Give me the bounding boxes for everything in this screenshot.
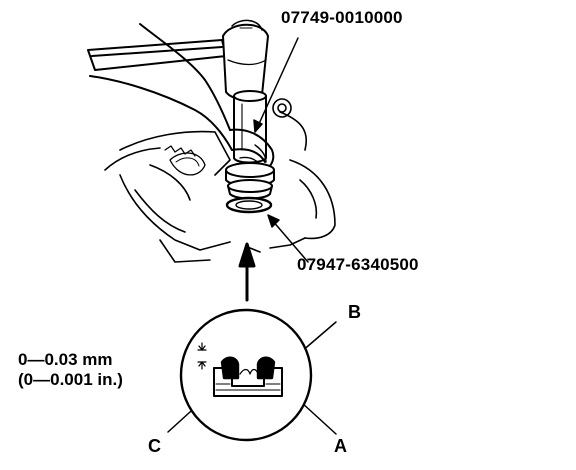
clearance-spec-imperial: (0—0.001 in.): [18, 370, 123, 389]
driver-handle: [233, 90, 267, 164]
callout-b-label: B: [348, 302, 361, 322]
upper-tool-number-label: 07749-0010000: [281, 8, 403, 27]
clearance-spec-metric: 0—0.03 mm: [18, 350, 113, 369]
magnified-detail: [179, 308, 313, 442]
lower-tool-number-label: 07947-6340500: [297, 255, 419, 274]
callout-a-label: A: [334, 436, 347, 456]
callout-c-label: C: [148, 436, 161, 456]
direction-arrow: [238, 242, 256, 302]
hammer-icon: [87, 19, 269, 101]
hand-holding-driver: [89, 23, 275, 173]
transmission-housing: [104, 98, 336, 263]
attachment-tool: [225, 162, 275, 214]
